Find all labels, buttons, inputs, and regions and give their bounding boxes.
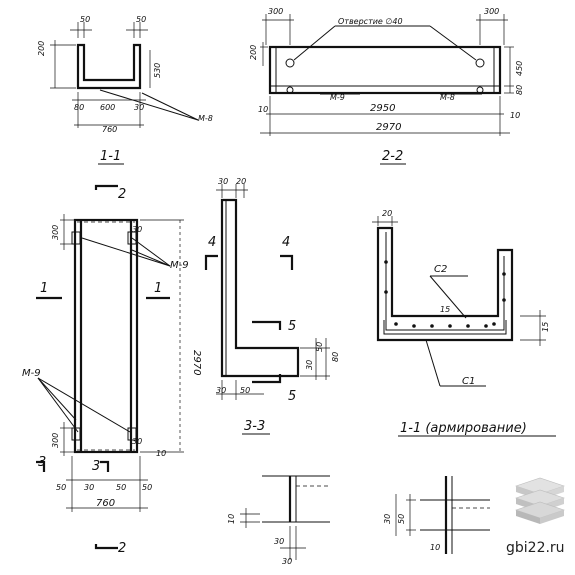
- mark-c1: С1: [462, 376, 475, 387]
- watermark: gbi22.ru: [506, 477, 565, 556]
- reinforcement-view: 20 15 15 С2 С1 1-1 (армирование): [372, 209, 556, 437]
- watermark-text: gbi22.ru: [506, 540, 565, 556]
- dim-50-c: 50: [142, 483, 152, 492]
- section-1-1-outline: [76, 43, 142, 90]
- section-1-1-view: 50 50 200 530 80 600 30 760 М-8 1-1: [37, 15, 213, 165]
- dim-530: 530: [153, 63, 162, 78]
- dim-80: 80: [515, 85, 524, 95]
- cut-mark-5-bottom: [252, 374, 282, 384]
- section-2-2-view: 300 300 200 450 80 10 10 2950 2970 Отвер…: [249, 7, 524, 165]
- detail-4-4-view: 10 30 30: [227, 475, 330, 566]
- section-3-3-title: 3-3: [244, 419, 265, 434]
- label-1-right: 1: [154, 281, 162, 296]
- dim-200: 200: [249, 45, 258, 60]
- dim-760: 760: [102, 125, 117, 134]
- cut-mark-4-right: [280, 254, 294, 270]
- section-2-2-outline: [268, 45, 502, 95]
- dim-50-right: 50: [136, 15, 146, 24]
- dim-50-right: 50: [315, 342, 324, 352]
- section-3-3-view: 30 20 30 50 30 50 80 4 4 5 5 3-3: [204, 177, 340, 435]
- dim-15-outer: 15: [541, 322, 550, 332]
- dim-30-top: 30: [218, 177, 228, 186]
- label-3-right: 3: [92, 459, 100, 474]
- dim-600: 600: [100, 103, 115, 112]
- dim-80-right: 80: [331, 352, 340, 362]
- dim-30: 30: [134, 103, 144, 112]
- dim-50: 50: [397, 514, 406, 524]
- cut-mark-2-bottom: [94, 544, 118, 550]
- dim-30-c: 30: [84, 483, 94, 492]
- dim-2970: 2970: [191, 350, 202, 375]
- cut-mark-3-left: [36, 460, 46, 472]
- dim-200: 200: [37, 41, 46, 56]
- dim-760: 760: [96, 498, 115, 509]
- mark-m9-bottom: М-9: [22, 368, 41, 379]
- cut-mark-5-top: [252, 320, 282, 330]
- mark-m8: М-8: [440, 93, 455, 102]
- dim-20: 20: [382, 209, 392, 218]
- callout-hole: Отверстие ∅40: [338, 17, 403, 26]
- dim-10: 10: [156, 449, 166, 458]
- dim-300-left: 300: [268, 7, 283, 16]
- reinforcement-outline: [376, 226, 514, 342]
- mark-m9-top: М-9: [170, 260, 189, 271]
- dim-300-top: 300: [51, 225, 60, 240]
- label-5-top: 5: [288, 319, 296, 334]
- mark-m9: М-9: [330, 93, 345, 102]
- label-4-left: 4: [208, 235, 216, 250]
- dim-50-left: 50: [80, 15, 90, 24]
- dim-10: 10: [227, 514, 236, 524]
- mark-c2: С2: [434, 264, 447, 275]
- dim-30-bottom: 30: [132, 437, 142, 446]
- cut-mark-3-right: [100, 460, 110, 472]
- label-4-right: 4: [282, 235, 290, 250]
- hole-left-icon: [285, 58, 295, 68]
- mark-m8: М-8: [198, 114, 213, 123]
- label-3-left: 3: [38, 455, 46, 470]
- section-3-3-outline: [220, 198, 300, 378]
- plan-view: 2 2 1 1 3 3 300 300 2970 10 30 30 50 30 …: [22, 184, 202, 556]
- detail-5-5-view: 30 50 10: [383, 476, 490, 554]
- dim-30-top: 30: [274, 537, 284, 546]
- dim-15-inner: 15: [440, 305, 450, 314]
- dim-2970: 2970: [376, 122, 401, 133]
- cut-mark-2-top: [94, 184, 118, 190]
- dim-50-bottom: 50: [240, 386, 250, 395]
- dim-20-top: 20: [236, 177, 246, 186]
- label-2-bottom: 2: [118, 541, 126, 556]
- dim-30-top: 30: [132, 225, 142, 234]
- dim-30: 30: [383, 514, 392, 524]
- label-5-bottom: 5: [288, 389, 296, 404]
- rebar-dots: [384, 260, 506, 328]
- label-1-left: 1: [40, 281, 48, 296]
- dim-50-b: 50: [116, 483, 126, 492]
- stack-logo-icon: [515, 477, 565, 524]
- label-2-top: 2: [118, 187, 126, 202]
- dim-10-left: 10: [258, 105, 268, 114]
- dim-2950: 2950: [370, 103, 395, 114]
- dim-300-bottom: 300: [51, 433, 60, 448]
- dim-300-right: 300: [484, 7, 499, 16]
- cut-mark-4-left: [204, 254, 218, 270]
- dim-450: 450: [515, 61, 524, 76]
- reinforcement-title: 1-1 (армирование): [400, 421, 527, 436]
- dim-30-bottom: 30: [282, 557, 292, 566]
- dim-80: 80: [74, 103, 84, 112]
- hole-right-icon: [475, 58, 485, 68]
- dim-50-a: 50: [56, 483, 66, 492]
- dim-30-bottom: 30: [216, 386, 226, 395]
- dim-10: 10: [430, 543, 440, 552]
- dim-10-right: 10: [510, 111, 520, 120]
- section-2-2-title: 2-2: [382, 149, 403, 164]
- dim-30-right: 30: [305, 360, 314, 370]
- plan-outline: [73, 218, 139, 454]
- section-1-1-title: 1-1: [100, 149, 121, 164]
